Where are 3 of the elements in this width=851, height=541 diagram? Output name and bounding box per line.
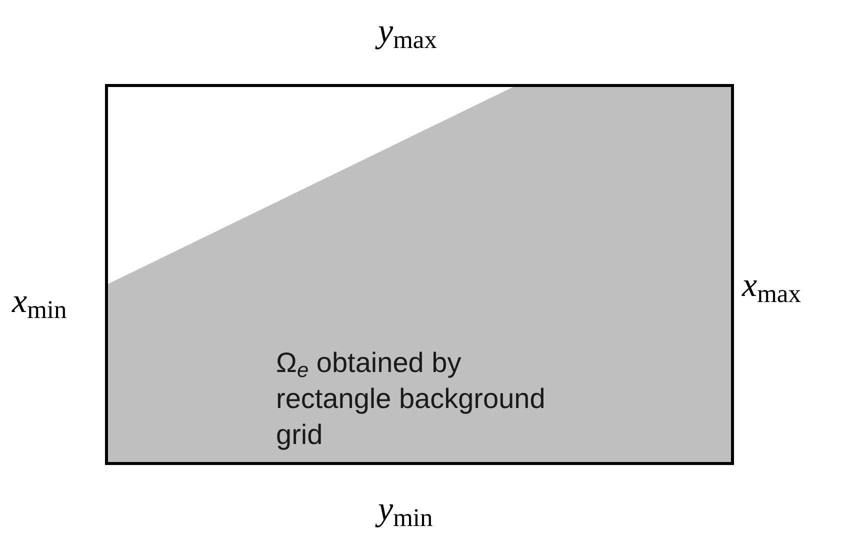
- bound-label: x$_{max}$: [742, 266, 801, 306]
- bound-label: x$_{min}$: [12, 282, 67, 322]
- region-text: Ω$_{e}$ obtained by rectangle background grid: [276, 346, 546, 452]
